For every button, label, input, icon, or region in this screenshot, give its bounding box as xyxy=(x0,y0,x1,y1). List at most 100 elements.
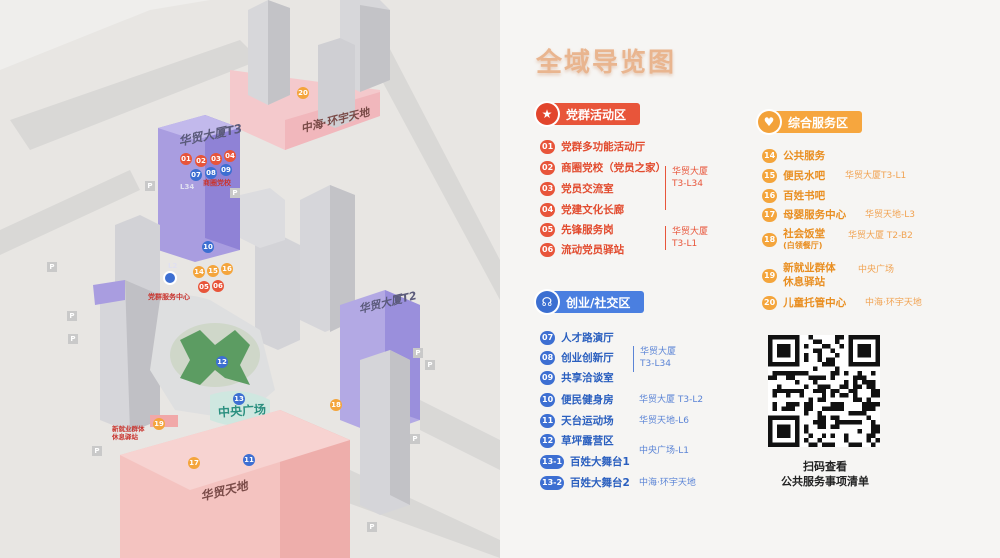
qr-caption-line-2: 公共服务事项清单 xyxy=(781,475,869,488)
legend-item-label: 便民健身房 xyxy=(561,394,614,406)
map-pin-17[interactable]: 17 xyxy=(188,457,200,469)
map-pin-19[interactable]: 19 xyxy=(153,418,165,430)
legend-item-location: 中海·环宇天地 xyxy=(639,478,696,488)
map-pin-06[interactable]: 06 xyxy=(212,280,224,292)
legend-number-badge: 12 xyxy=(540,433,556,448)
map-pin-18[interactable]: 18 xyxy=(330,399,342,411)
parking-icon: P xyxy=(47,262,57,272)
legend-number-badge: 09 xyxy=(540,370,556,385)
legend-number-badge: 17 xyxy=(762,207,778,222)
legend-item-15[interactable]: 15 便民水吧 xyxy=(762,168,825,183)
legend-item-11[interactable]: 11 天台运动场 xyxy=(540,413,614,428)
map-pin-05[interactable]: 05 xyxy=(198,281,210,293)
legend-item-label: 新就业群体 xyxy=(783,262,836,274)
legend-number-badge: 08 xyxy=(540,350,556,365)
legend-item-label: 天台运动场 xyxy=(561,415,614,427)
section-party-label: 党群活动区 xyxy=(550,103,641,125)
legend-number-badge: 11 xyxy=(540,413,556,428)
map-pin-07[interactable]: 07 xyxy=(190,169,202,181)
legend-item-label: 百姓书吧 xyxy=(783,190,826,202)
map-pin-09[interactable]: 09 xyxy=(220,164,232,176)
legend-item-label: 创业创新厅 xyxy=(561,352,614,364)
legend-item-label: 党群多功能活动厅 xyxy=(561,141,646,153)
legend-item-label: 公共服务 xyxy=(783,150,826,162)
social-loc-plaza: 中央广场-L1 xyxy=(639,446,689,456)
qr-caption-line-1: 扫码查看 xyxy=(803,460,847,473)
map-pin-03[interactable]: 03 xyxy=(210,153,222,165)
map-pin-11[interactable]: 11 xyxy=(243,454,255,466)
legend-item-08[interactable]: 08 创业创新厅 xyxy=(540,350,614,365)
legend-item-label: 人才路演厅 xyxy=(561,332,614,344)
legend-number-badge: 06 xyxy=(540,242,556,257)
map-pin-10[interactable]: 10 xyxy=(202,241,214,253)
legend-item-location: 中海·环宇天地 xyxy=(865,298,922,308)
legend-item-label: 共享洽谈室 xyxy=(561,372,614,384)
service-center-icon xyxy=(163,271,177,285)
campus-map: 华贸大厦T3 华贸大厦T2 华贸天地 中海·环宇天地 中央广场 商圈党校 党群服… xyxy=(0,0,500,558)
party-loc-2: 华贸大厦 T3-L1 xyxy=(665,226,708,250)
legend-number-badge: 19 xyxy=(762,268,778,283)
map-pin-14[interactable]: 14 xyxy=(193,266,205,278)
map-label-rest-station: 新就业群体 休息驿站 xyxy=(112,425,145,441)
legend-item-location: 华贸大厦 T2-B2 xyxy=(848,231,913,241)
qr-caption: 扫码查看 公共服务事项清单 xyxy=(755,459,895,489)
legend-item-16[interactable]: 16 百姓书吧 xyxy=(762,188,825,203)
map-pin-20[interactable]: 20 xyxy=(297,87,309,99)
legend-number-badge: 18 xyxy=(762,232,778,247)
legend-item-sublabel: (白领餐厅) xyxy=(783,241,823,250)
party-loc-1: 华贸大厦 T3-L34 xyxy=(665,166,708,210)
map-pin-02[interactable]: 02 xyxy=(195,155,207,167)
legend-item-location: 华贸天地-L6 xyxy=(639,416,689,426)
legend-item-09[interactable]: 09 共享洽谈室 xyxy=(540,370,614,385)
map-floor-l2: L2 xyxy=(168,262,178,270)
legend-item-12[interactable]: 12 草坪露营区 xyxy=(540,433,614,448)
headset-icon: ☊ xyxy=(536,291,558,313)
parking-icon: P xyxy=(68,334,78,344)
legend-number-badge: 16 xyxy=(762,188,778,203)
map-pin-01[interactable]: 01 xyxy=(180,153,192,165)
legend-number-badge: 05 xyxy=(540,222,556,237)
legend-number-badge: 02 xyxy=(540,160,556,175)
star-icon: ★ xyxy=(536,103,558,125)
legend-item-06[interactable]: 06 流动党员驿站 xyxy=(540,242,624,257)
map-drawing xyxy=(0,0,500,558)
qr-code[interactable] xyxy=(768,335,880,447)
legend-number-badge: 15 xyxy=(762,168,778,183)
legend-item-label: 党员交流室 xyxy=(561,183,614,195)
legend-item-label: 草坪露营区 xyxy=(561,435,614,447)
map-pin-08[interactable]: 08 xyxy=(205,167,217,179)
map-label-party-school: 商圈党校 xyxy=(203,179,231,187)
map-pin-12[interactable]: 12 xyxy=(216,356,228,368)
legend-item-label: 流动党员驿站 xyxy=(561,244,625,256)
legend-number-badge: 13-2 xyxy=(540,475,565,490)
map-pin-13[interactable]: 13 xyxy=(233,393,245,405)
legend-item-location: 华贸大厦 T3-L2 xyxy=(639,395,704,405)
legend-item-location: 中央广场 xyxy=(858,265,895,275)
section-social-label: 创业/社交区 xyxy=(550,291,645,313)
parking-icon: P xyxy=(67,311,77,321)
legend-item-label: 党建文化长廊 xyxy=(561,204,625,216)
legend-item-label: 便民水吧 xyxy=(783,170,826,182)
map-pin-16[interactable]: 16 xyxy=(221,263,233,275)
map-pin-04[interactable]: 04 xyxy=(224,150,236,162)
legend-item-label: 百姓大舞台1 xyxy=(570,456,630,468)
parking-icon: P xyxy=(145,181,155,191)
parking-icon: P xyxy=(410,434,420,444)
section-service: ♥ 综合服务区 xyxy=(758,110,863,134)
map-pin-15[interactable]: 15 xyxy=(207,265,219,277)
